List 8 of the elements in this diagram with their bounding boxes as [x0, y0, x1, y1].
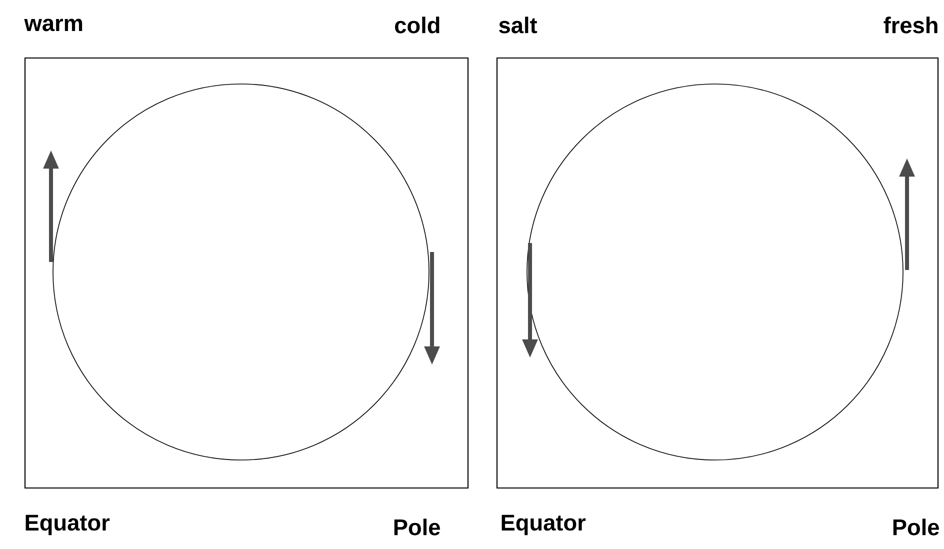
axis-label: warm [24, 18, 82, 32]
axis-label: Pole [893, 518, 939, 536]
axis-label: salt [499, 16, 538, 34]
axis-label: fresh [884, 16, 938, 34]
axis-label: cold [395, 16, 440, 34]
axis-label: Equator [502, 514, 586, 536]
axis-label: Pole [394, 518, 440, 536]
axis-label: Equator [26, 514, 110, 536]
